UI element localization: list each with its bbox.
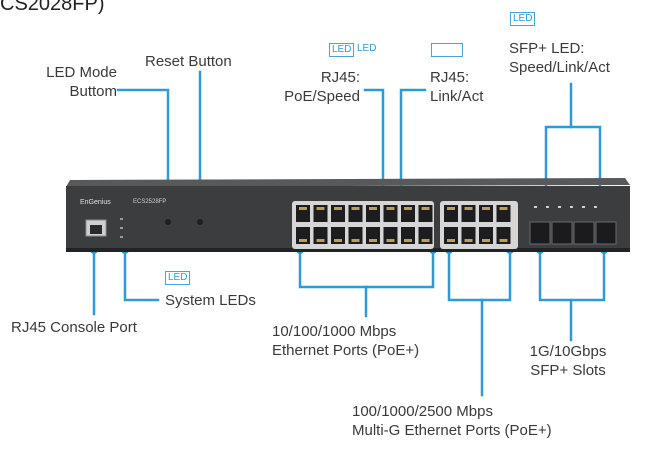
reset-label: Reset Button [145,53,232,70]
device-brand: EnGenius [80,199,111,206]
device-model: ECS2528FP [133,199,167,205]
led-mode-button [165,219,171,225]
sfp-slots [529,221,617,245]
rj45-link-line1: RJ45: [430,69,470,86]
sfp-led-label: SFP+ LED: Speed/Link/Act [509,39,610,77]
system-leds-leader [123,248,160,302]
rj45-link-label: RJ45: Link/Act [430,68,483,106]
ethernet-ports-label: 10/100/1000 Mbps Ethernet Ports (PoE+) [272,322,419,360]
ethernet-line2: Ethernet Ports (PoE+) [272,342,420,359]
rj45-poe-line1: RJ45: [320,69,360,86]
multig-ports-label: 100/1000/2500 Mbps Multi-G Ethernet Port… [352,402,552,440]
gigabit-ports [296,205,433,244]
multig-ports [444,205,511,244]
sfp-led-line2: Speed/Link/Act [509,59,610,76]
sfp-led-line1: SFP+ LED: [509,40,585,57]
reset-button [197,219,203,225]
sfp-slots-line1: 1G/10Gbps [529,343,607,360]
led-mode-line2: Buttom [69,83,117,100]
led-tag-rj45-poe: LED [329,43,355,57]
sfp-led-bracket [544,125,602,202]
led-tag-system: LED [165,271,191,285]
rj45-link-line2: Link/Act [430,88,484,105]
rj45-link-leader [399,88,427,202]
ethernet-line1: 10/100/1000 Mbps [272,323,397,340]
chassis-top [66,178,630,187]
title-fragment: CS2028FP) [0,0,105,15]
led-tag-sfp: LED [510,12,536,26]
multig-line2: Multi-G Ethernet Ports (PoE+) [352,422,552,439]
led-mode-leader [116,88,170,224]
led-mode-label: LED Mode Buttom [10,63,117,101]
sfp-slots-line2: SFP+ Slots [530,362,606,379]
sfp-leds [534,206,597,208]
system-led-dots [120,218,123,238]
rj45-poe-line2: PoE/Speed [284,88,360,105]
led-tag-rj45-link [431,43,463,57]
system-leds-label: System LEDs [165,292,256,309]
rj45-poe-leader [363,88,385,202]
led-mode-line1: LED Mode [46,64,117,81]
rj45-poe-label: RJ45: PoE/Speed [248,68,360,106]
led-tag-rj45-poe-plain: LED [357,43,377,54]
console-label: RJ45 Console Port [11,319,137,336]
multig-line1: 100/1000/2500 Mbps [352,403,493,420]
multig-bracket [447,248,512,302]
sfp-slots-label: 1G/10Gbps SFP+ Slots [516,342,620,380]
